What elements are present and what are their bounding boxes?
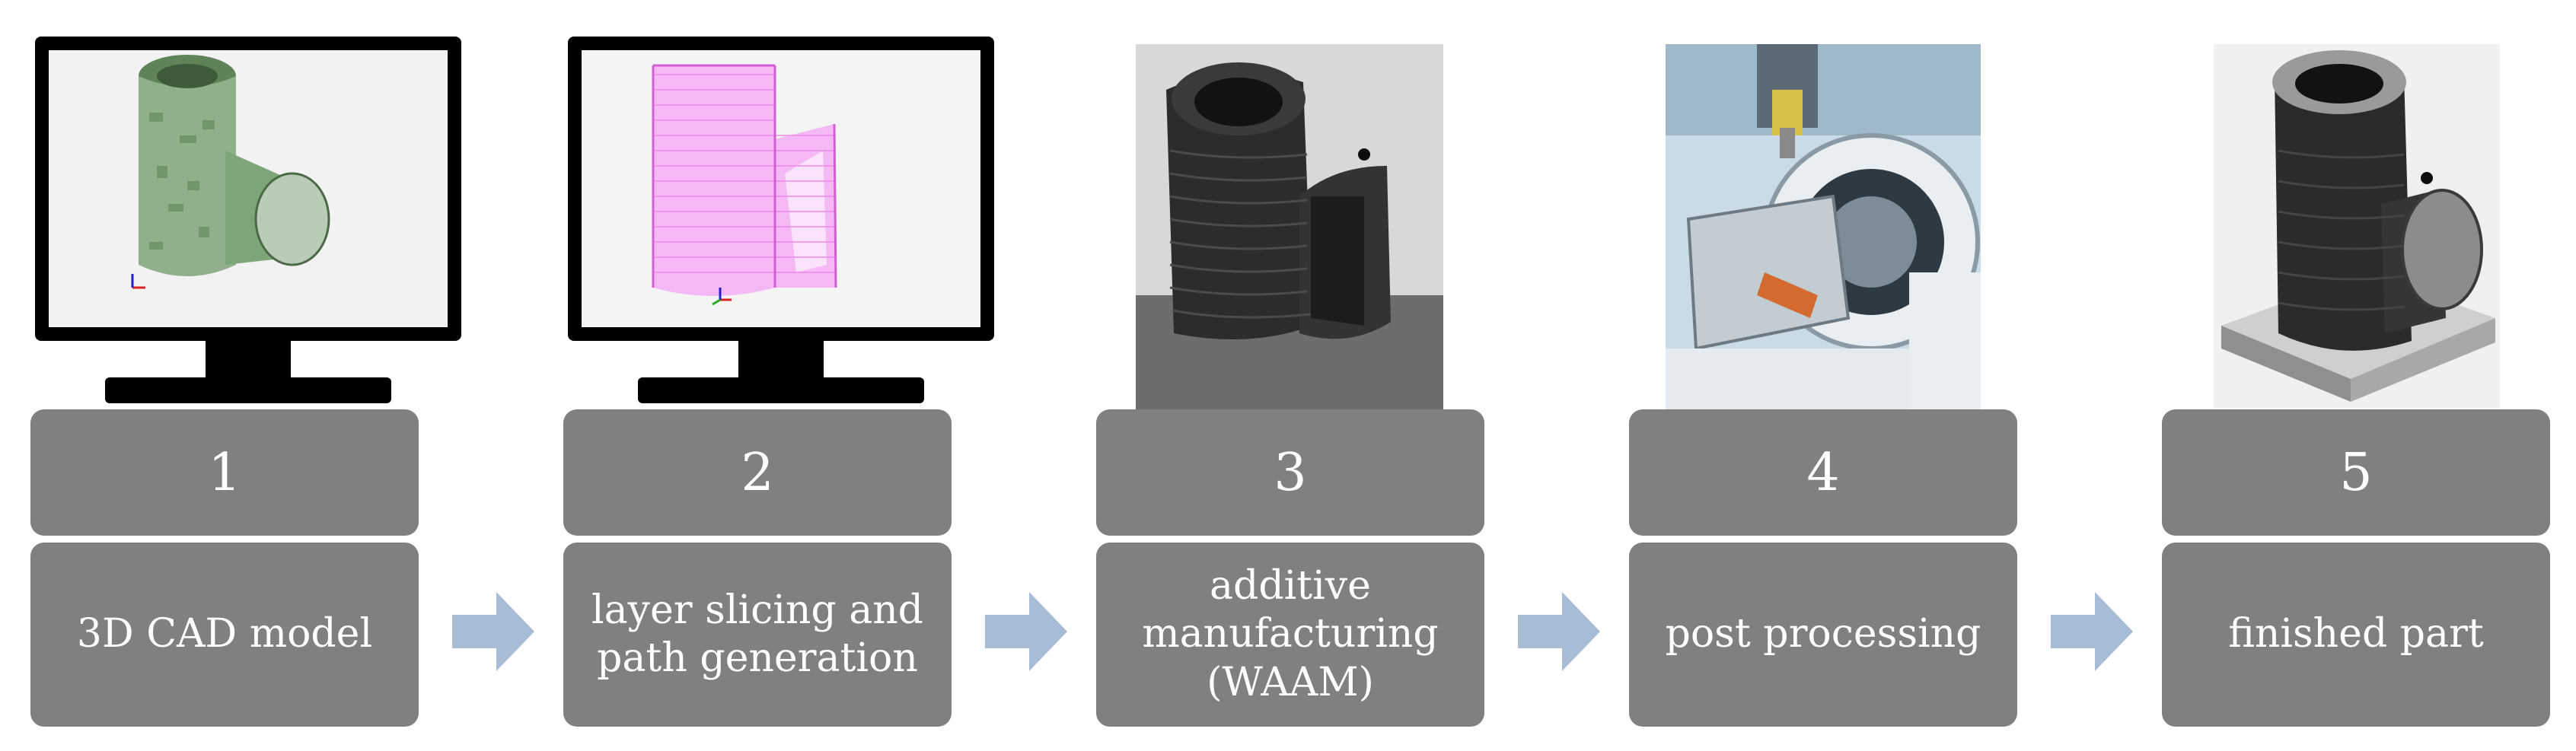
right-arrow-icon [985, 592, 1067, 671]
finished-part-photo [2214, 44, 2500, 408]
post-processing-photo [1666, 44, 1981, 409]
step-label: additive manufacturing (WAAM) [1096, 543, 1484, 727]
slice-path-image [652, 64, 837, 306]
step-number: 1 [30, 409, 419, 536]
right-arrow-icon [452, 592, 534, 671]
step-number: 3 [1096, 409, 1484, 536]
cad-model-image [131, 55, 330, 289]
waam-part-photo [1136, 44, 1443, 409]
step-label: layer slicing and path generation [563, 543, 952, 727]
right-arrow-icon [2051, 592, 2133, 671]
cad-monitor-icon [35, 37, 461, 403]
step-label: finished part [2162, 543, 2550, 727]
slicing-monitor-icon [568, 37, 994, 403]
right-arrow-icon [1518, 592, 1600, 671]
step-label: 3D CAD model [30, 543, 419, 727]
step-number: 4 [1629, 409, 2017, 536]
step-number: 2 [563, 409, 952, 536]
step-label: post processing [1629, 543, 2017, 727]
step-number: 5 [2162, 409, 2550, 536]
